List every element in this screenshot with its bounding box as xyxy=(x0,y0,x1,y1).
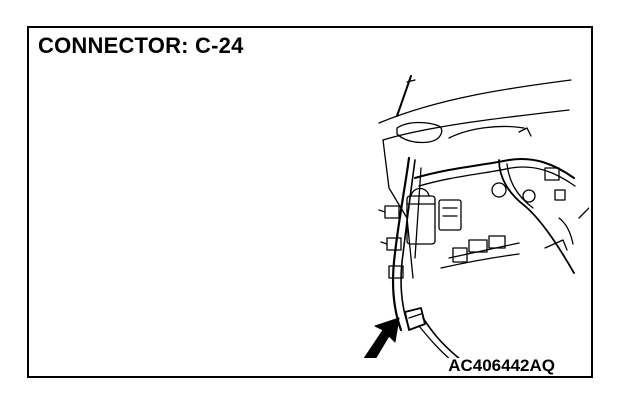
connector-title: CONNECTOR: C-24 xyxy=(38,33,244,58)
dashboard-panel xyxy=(382,139,414,279)
arrow-icon xyxy=(363,317,400,358)
figure-code: AC406442AQ xyxy=(448,356,555,375)
relay-block xyxy=(406,195,436,245)
main-harness xyxy=(391,156,411,332)
side-connector-3 xyxy=(388,265,404,279)
dashboard-outline xyxy=(378,79,572,124)
side-connector-1 xyxy=(384,205,400,219)
wiring-harness-drawing xyxy=(363,75,589,358)
branch-harness xyxy=(414,158,575,179)
diagram-frame: CONNECTOR: C-24 xyxy=(27,26,593,378)
top-rod xyxy=(396,75,412,117)
target-connector xyxy=(404,307,426,331)
dashboard-lower-edge xyxy=(382,109,570,141)
side-connector-2 xyxy=(386,237,402,251)
